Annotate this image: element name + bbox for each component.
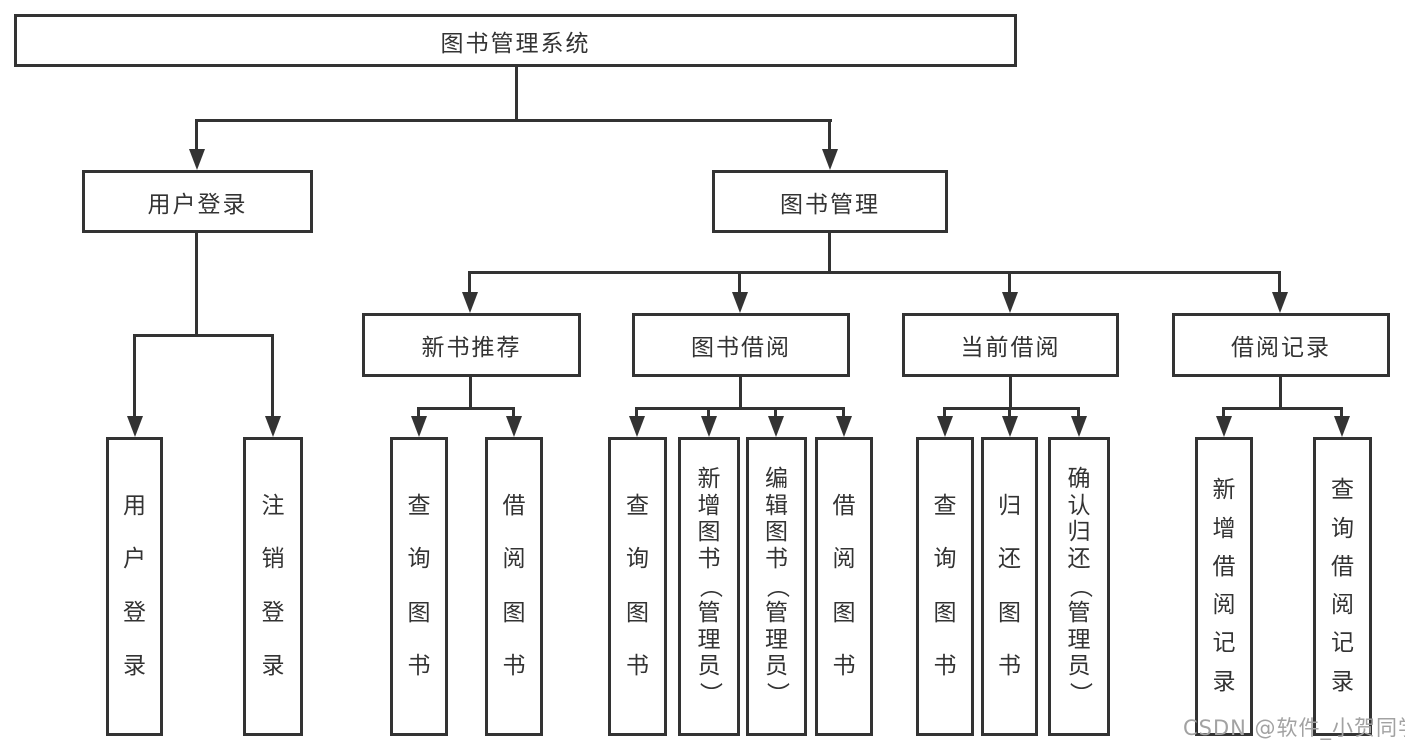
node-root: 图书管理系统 <box>14 14 1017 67</box>
connector-line <box>1278 271 1281 295</box>
connector-line <box>738 271 741 295</box>
leaf-label: 查询图书 <box>933 492 957 680</box>
leaf-label: 查询借阅记录 <box>1331 477 1354 695</box>
connector-line <box>512 407 515 419</box>
leaf-records-add-record: 新增借阅记录 <box>1195 437 1253 736</box>
connector-line <box>774 407 777 419</box>
connector-line <box>469 376 472 409</box>
leaf-label: 用户登录 <box>123 492 146 680</box>
node-label: 当前借阅 <box>960 335 1061 361</box>
connector-line <box>468 271 1281 274</box>
arrowhead-icon <box>836 416 852 437</box>
leaf-current-confirm-return-admin: 确认归还（管理员） <box>1048 437 1110 736</box>
watermark: CSDN @软件_小贺同学 <box>1183 716 1405 740</box>
leaf-user-login: 用户登录 <box>106 437 163 736</box>
leaf-label: 借阅图书 <box>832 492 856 680</box>
arrowhead-icon <box>411 416 427 437</box>
leaf-label: 归还图书 <box>998 492 1021 680</box>
arrowhead-icon <box>1002 292 1018 313</box>
connector-line <box>515 67 518 121</box>
connector-line <box>1077 407 1080 419</box>
arrowhead-icon <box>1334 416 1350 437</box>
arrowhead-icon <box>1002 416 1018 437</box>
connector-line <box>707 407 710 419</box>
arrowhead-icon <box>629 416 645 437</box>
connector-line <box>828 119 831 152</box>
leaf-borrow-edit-books-admin: 编辑图书（管理员） <box>746 437 807 736</box>
leaf-label: 确认归还（管理员） <box>1066 465 1093 706</box>
connector-line <box>943 407 1080 410</box>
node-label: 新书推荐 <box>421 335 522 361</box>
node-root-label: 图书管理系统 <box>440 30 591 57</box>
leaf-newbooks-query-books: 查询图书 <box>390 437 448 736</box>
arrowhead-icon <box>937 416 953 437</box>
node-book-management: 图书管理 <box>712 170 948 233</box>
connector-line <box>196 119 832 122</box>
connector-line <box>195 119 198 152</box>
arrowhead-icon <box>462 292 478 313</box>
arrowhead-icon <box>189 149 205 170</box>
connector-line <box>1279 376 1282 409</box>
leaf-label: 注销登录 <box>261 492 285 680</box>
connector-line <box>1009 376 1012 409</box>
leaf-newbooks-borrow-books: 借阅图书 <box>485 437 543 736</box>
connector-line <box>842 407 845 419</box>
leaf-borrow-add-books-admin: 新增图书（管理员） <box>678 437 740 736</box>
connector-line <box>417 407 515 410</box>
leaf-label: 新增借阅记录 <box>1212 477 1236 695</box>
node-label: 用户登录 <box>147 191 248 218</box>
arrowhead-icon <box>1216 416 1232 437</box>
connector-line <box>133 334 274 337</box>
connector-line <box>133 334 136 418</box>
leaf-label: 编辑图书（管理员） <box>764 465 790 706</box>
connector-line <box>635 407 638 419</box>
leaf-current-return-books: 归还图书 <box>981 437 1038 736</box>
node-book-borrow: 图书借阅 <box>632 313 850 377</box>
node-borrow-records: 借阅记录 <box>1172 313 1390 377</box>
node-current-borrow: 当前借阅 <box>902 313 1119 377</box>
leaf-label: 查询图书 <box>626 492 649 680</box>
connector-line <box>271 334 274 418</box>
connector-line <box>943 407 946 419</box>
connector-line <box>1008 407 1011 419</box>
leaf-borrow-borrow-books: 借阅图书 <box>815 437 873 736</box>
arrowhead-icon <box>701 416 717 437</box>
connector-line <box>195 232 198 336</box>
connector-line <box>739 376 742 409</box>
node-label: 借阅记录 <box>1231 335 1331 361</box>
arrowhead-icon <box>1071 416 1087 437</box>
arrowhead-icon <box>265 416 281 437</box>
arrowhead-icon <box>127 416 143 437</box>
arrowhead-icon <box>768 416 784 437</box>
leaf-label: 借阅图书 <box>502 492 526 680</box>
leaf-borrow-query-books: 查询图书 <box>608 437 667 736</box>
leaf-label: 新增图书（管理员） <box>696 465 723 706</box>
node-user-login: 用户登录 <box>82 170 313 233</box>
connector-line <box>468 271 471 295</box>
connector-line <box>417 407 420 419</box>
connector-line <box>1008 271 1011 295</box>
leaf-records-query-record: 查询借阅记录 <box>1313 437 1372 736</box>
connector-line <box>1222 407 1225 419</box>
connector-line <box>1222 407 1343 410</box>
connector-line <box>1340 407 1343 419</box>
leaf-logout: 注销登录 <box>243 437 303 736</box>
leaf-label: 查询图书 <box>407 492 431 680</box>
arrowhead-icon <box>506 416 522 437</box>
leaf-current-query-books: 查询图书 <box>916 437 974 736</box>
node-new-book-recommend: 新书推荐 <box>362 313 581 377</box>
connector-line <box>828 232 831 273</box>
arrowhead-icon <box>1272 292 1288 313</box>
arrowhead-icon <box>732 292 748 313</box>
arrowhead-icon <box>822 149 838 170</box>
node-label: 图书管理 <box>780 191 880 218</box>
node-label: 图书借阅 <box>691 335 791 361</box>
connector-line <box>635 407 845 410</box>
